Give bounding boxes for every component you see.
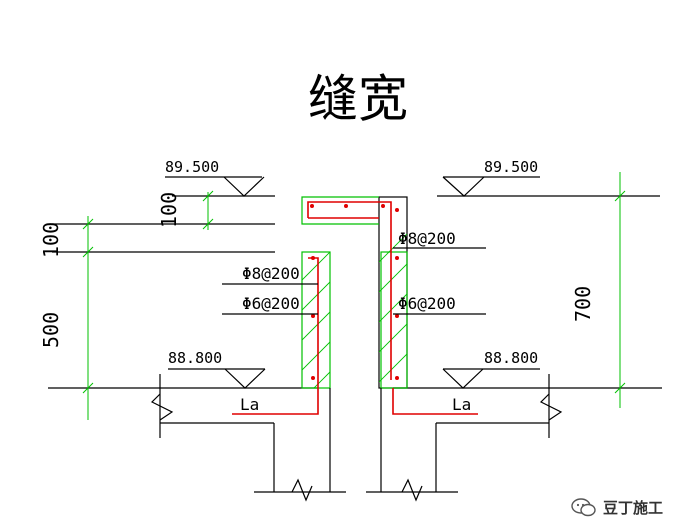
- svg-text:89.500: 89.500: [484, 158, 538, 176]
- watermark-text: 豆丁施工: [602, 499, 663, 517]
- elevation-marker-top-left: 89.500: [165, 158, 265, 197]
- rebar-left: [232, 256, 319, 415]
- dimension-100-upper: 100: [157, 190, 214, 230]
- rebar-label-right-lower: Φ6@200: [393, 294, 486, 315]
- svg-text:700: 700: [571, 286, 595, 322]
- svg-text:500: 500: [39, 312, 63, 348]
- svg-text:Φ6@200: Φ6@200: [242, 294, 300, 313]
- foundation-right: [366, 374, 563, 502]
- dimension-700-right: 700: [571, 172, 626, 408]
- elevation-marker-bottom-left: 88.800: [168, 349, 266, 389]
- watermark: 豆丁施工: [571, 497, 663, 518]
- wechat-bubble-icon: [571, 497, 596, 516]
- anchor-length-left: La: [240, 395, 259, 414]
- foundation-left: [150, 374, 346, 502]
- wall-right: [378, 196, 408, 389]
- dimension-500-left: 100 500: [39, 216, 94, 420]
- rebar-label-left-upper: Φ8@200: [222, 264, 318, 285]
- rebar-label-right-upper: Φ8@200: [393, 229, 486, 249]
- joint-width-title: 缝宽: [308, 70, 408, 128]
- rebar-right: [392, 256, 478, 415]
- svg-text:89.500: 89.500: [165, 158, 219, 176]
- svg-text:100: 100: [39, 222, 63, 258]
- top-slab: [301, 196, 399, 380]
- svg-text:Φ8@200: Φ8@200: [398, 229, 456, 248]
- wall-left: [301, 251, 331, 389]
- svg-text:100: 100: [157, 192, 181, 228]
- svg-text:88.800: 88.800: [484, 349, 538, 367]
- anchor-length-right: La: [452, 395, 471, 414]
- elevation-marker-top-right: 89.500: [442, 158, 540, 197]
- svg-text:Φ8@200: Φ8@200: [242, 264, 300, 283]
- rebar-label-left-lower: Φ6@200: [222, 294, 318, 315]
- svg-text:88.800: 88.800: [168, 349, 222, 367]
- elevation-marker-bottom-right: 88.800: [442, 349, 540, 389]
- svg-text:Φ6@200: Φ6@200: [398, 294, 456, 313]
